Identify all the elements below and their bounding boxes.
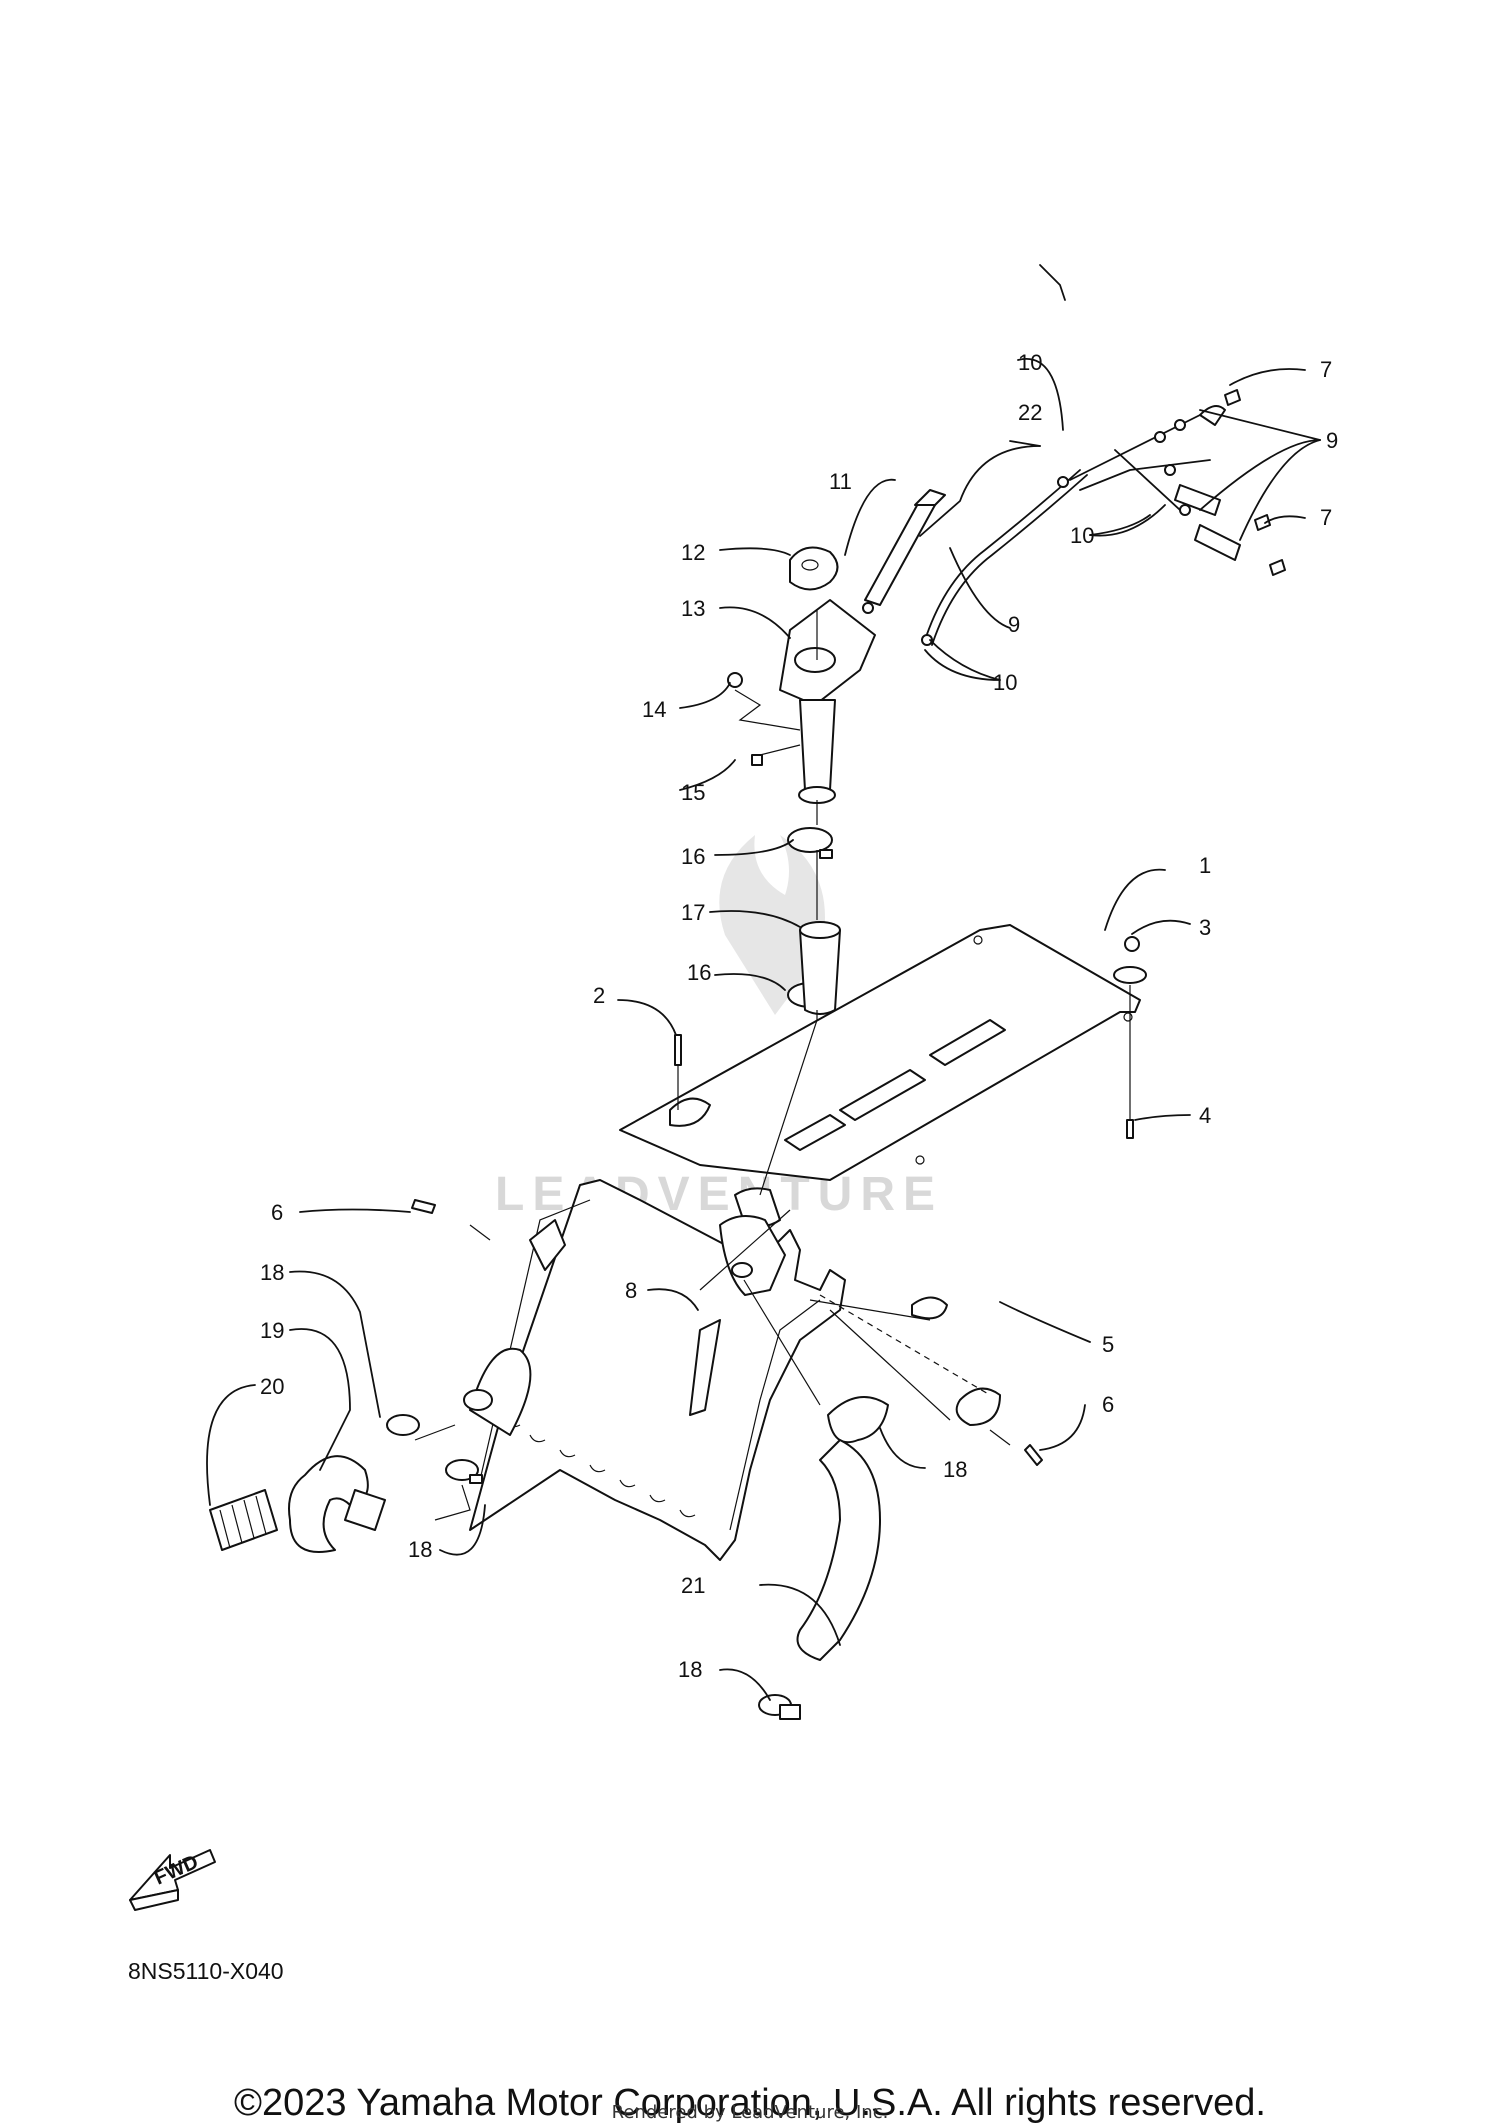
callout-18c: 18: [943, 1457, 967, 1482]
callout-6: 6: [271, 1200, 283, 1225]
callout-10: 10: [1018, 350, 1042, 375]
callout-19: 19: [260, 1318, 284, 1343]
callout-9: 9: [1326, 428, 1338, 453]
rendered-by-notice: Rendered by LeadVenture, Inc.: [611, 2102, 889, 2123]
callout-1: 1: [1199, 853, 1211, 878]
callout-15: 15: [681, 780, 705, 805]
callout-7: 7: [1320, 357, 1332, 382]
callout-3: 3: [1199, 915, 1211, 940]
callout-18: 18: [260, 1260, 284, 1285]
callout-4: 4: [1199, 1103, 1211, 1128]
plate-part: [619, 924, 1141, 1181]
watermark: LEADVENTURE: [495, 835, 943, 1221]
watermark-text: LEADVENTURE: [495, 1168, 943, 1221]
callout-8: 8: [625, 1278, 637, 1303]
callout-18b: 18: [408, 1537, 432, 1562]
copyright-notice: ©2023 Yamaha Motor Corporation, U.S.A. A…: [234, 2082, 1266, 2124]
callout-2: 2: [593, 983, 605, 1008]
housing-part: [463, 1179, 846, 1561]
filler-neck-part: [779, 546, 876, 804]
callout-7b: 7: [1320, 505, 1332, 530]
callout-labels: 1 2 3 4 5 6 6 7 7 8 9 9 10 10 10 11 12 1…: [260, 350, 1338, 1682]
callout-16: 16: [681, 844, 705, 869]
leader-lines: [206, 264, 1321, 1701]
callout-16b: 16: [687, 960, 711, 985]
callout-12: 12: [681, 540, 705, 565]
callout-18d: 18: [678, 1657, 702, 1682]
diagram-code: 8NS5110-X040: [128, 1958, 284, 1984]
breather-hoses: [862, 389, 1286, 646]
callout-5: 5: [1102, 1332, 1114, 1357]
callout-10c: 10: [993, 670, 1017, 695]
callout-13: 13: [681, 596, 705, 621]
connector-lines: [414, 610, 1131, 1521]
callout-22: 22: [1018, 400, 1042, 425]
callout-17: 17: [681, 900, 705, 925]
fwd-arrow-icon: FWD: [129, 1849, 216, 1911]
callout-14: 14: [642, 697, 666, 722]
callout-20: 20: [260, 1374, 284, 1399]
callout-10b: 10: [1070, 523, 1094, 548]
callout-9b: 9: [1008, 612, 1020, 637]
callout-6b: 6: [1102, 1392, 1114, 1417]
callout-11: 11: [829, 469, 852, 494]
callout-21: 21: [681, 1573, 705, 1598]
small-fasteners: [411, 672, 1147, 1466]
